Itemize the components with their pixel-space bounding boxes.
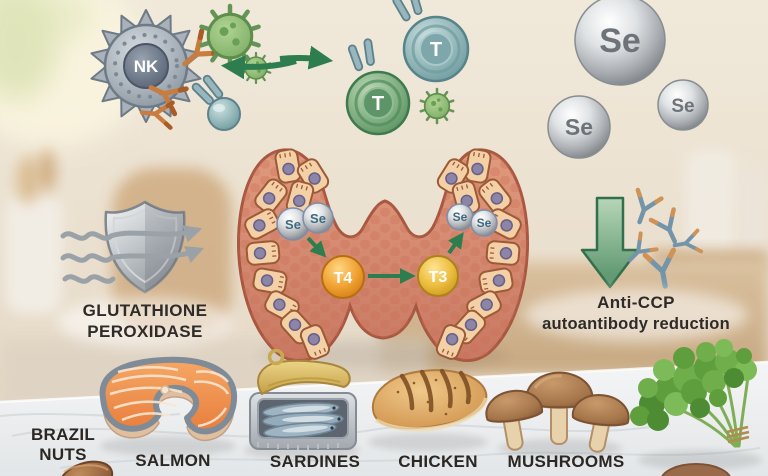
shield-waves-icon (60, 225, 205, 284)
t-cell-label: T (430, 39, 442, 61)
label-salmon: SALMON (135, 451, 210, 470)
salmon-striations (109, 366, 230, 428)
parsley-leaves (630, 339, 757, 431)
t4-label: T4 (334, 270, 353, 287)
svg-text:Se: Se (453, 210, 468, 224)
arrow-virus-to-nk (220, 55, 297, 80)
jar-blur (686, 150, 736, 258)
t4-molecule: T4 (321, 255, 365, 299)
svg-text:Se: Se (310, 211, 326, 226)
label-brazil-nuts-line2: NUTS (39, 445, 86, 464)
t3-label: T3 (429, 269, 448, 286)
thyroid-se-sphere: Se (470, 209, 498, 237)
thyroid-illustration: Se Se Se Se T4 T3 (237, 147, 529, 368)
selenium-sphere-small: Se (657, 79, 709, 131)
label-chicken: CHICKEN (398, 452, 478, 471)
food-brazil-nut-image (58, 460, 114, 476)
vase-blur (6, 196, 62, 314)
svg-text:Se: Se (285, 217, 301, 232)
t-cell-teal-icon: T (391, 0, 470, 83)
t3-molecule: T3 (417, 255, 459, 297)
thyroid-se-sphere: Se (276, 207, 310, 241)
food-parsley-image (630, 339, 757, 448)
caption-glow (524, 289, 748, 341)
partial-food-item (661, 463, 731, 476)
sardines-ring-pull (267, 348, 285, 366)
selenium-label: Se (671, 96, 694, 117)
anticcp-caption-line2: autoantibody reduction (542, 315, 730, 333)
mushroom-cap (571, 394, 630, 427)
selenium-label: Se (599, 22, 641, 60)
arrow-se-to-t4 (306, 236, 327, 258)
mushroom-cap (485, 389, 544, 423)
glutathione-caption-line2: PEROXIDASE (87, 322, 202, 341)
selenium-sphere-large: Se (574, 0, 666, 86)
glutathione-caption-line1: GLUTATHIONE (83, 301, 208, 320)
t-cell-green-icon: T (345, 37, 411, 136)
nk-cell-icon: NK (88, 9, 204, 123)
food-sardines-image (249, 348, 357, 450)
glutathione-shield-icon (60, 200, 205, 294)
reduction-arrow-icon (580, 196, 640, 289)
label-mushrooms: MUSHROOMS (508, 452, 625, 471)
parsley-tie (726, 425, 750, 444)
nk-cell-label: NK (134, 57, 159, 76)
t-cell-label: T (372, 93, 384, 115)
grill-marks (399, 368, 471, 413)
food-mushrooms-image (485, 371, 630, 453)
utensils-blur (17, 156, 39, 204)
sardines-fish (262, 402, 344, 438)
selenium-sphere-medium: Se (547, 95, 611, 159)
arrow-to-t-cells (279, 45, 334, 70)
food-salmon-image (99, 356, 238, 442)
effector-cell-icon (190, 73, 241, 131)
svg-text:Se: Se (477, 216, 492, 230)
label-brazil-nuts-line1: BRAZIL (31, 425, 95, 444)
thyroid-se-sphere: Se (302, 202, 334, 234)
food-chicken-image (371, 368, 488, 432)
caption-glow (57, 297, 233, 347)
chicken-speckles (396, 378, 472, 416)
anticcp-caption-line1: Anti-CCP (597, 293, 675, 312)
arrow-t3-to-se (447, 232, 464, 255)
thyroid-se-sphere: Se (446, 203, 474, 231)
selenium-label: Se (565, 114, 593, 140)
label-sardines: SARDINES (270, 452, 360, 471)
